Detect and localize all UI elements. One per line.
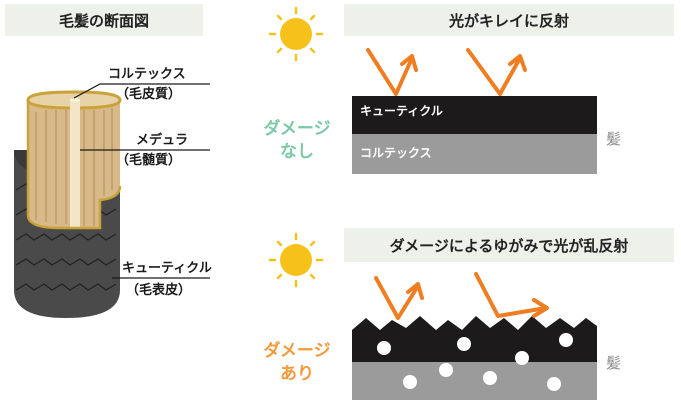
- sun-icon-top: [268, 6, 324, 62]
- cortex-bar-label: コルテックス: [360, 146, 432, 160]
- no-damage-label-line2: なし: [280, 142, 314, 162]
- damage-label-line2: あり: [280, 364, 314, 384]
- sun-icon-bottom: [268, 232, 324, 288]
- cuticle-layer-smooth: [352, 96, 597, 134]
- reflect-arrows-bottom: [374, 272, 549, 320]
- label-cortex: コルテックス: [108, 67, 186, 82]
- leader-lines: [73, 83, 210, 279]
- no-damage-label: ダメージ なし: [252, 118, 342, 164]
- damage-label-line1: ダメージ: [263, 341, 331, 361]
- label-cuticle: キューティクル: [122, 261, 212, 276]
- cortex-layer-smooth: [352, 134, 597, 174]
- label-cortex-sub: （毛皮質）: [116, 87, 182, 102]
- hair-label-bottom: 髪: [606, 354, 622, 372]
- hair-cross-section-illustration: [14, 90, 122, 318]
- label-cuticle-sub: （毛表皮）: [126, 283, 192, 298]
- cuticle-layer-jagged: [352, 316, 597, 362]
- reflect-arrows-top: [366, 48, 527, 96]
- damage-label: ダメージ あり: [252, 340, 342, 386]
- label-medulla-sub: （毛髄質）: [116, 153, 182, 168]
- cuticle-bar-label: キューティクル: [360, 104, 443, 118]
- bottom-panel-title: ダメージによるゆがみで光が乱反射: [344, 228, 674, 262]
- no-damage-label-line1: ダメージ: [263, 119, 331, 139]
- damage-holes: [377, 333, 573, 391]
- top-panel-title: 光がキレイに反射: [344, 4, 674, 36]
- hair-label-top: 髪: [606, 130, 622, 148]
- left-title: 毛髪の断面図: [5, 4, 203, 36]
- label-medulla: メデュラ: [136, 133, 189, 148]
